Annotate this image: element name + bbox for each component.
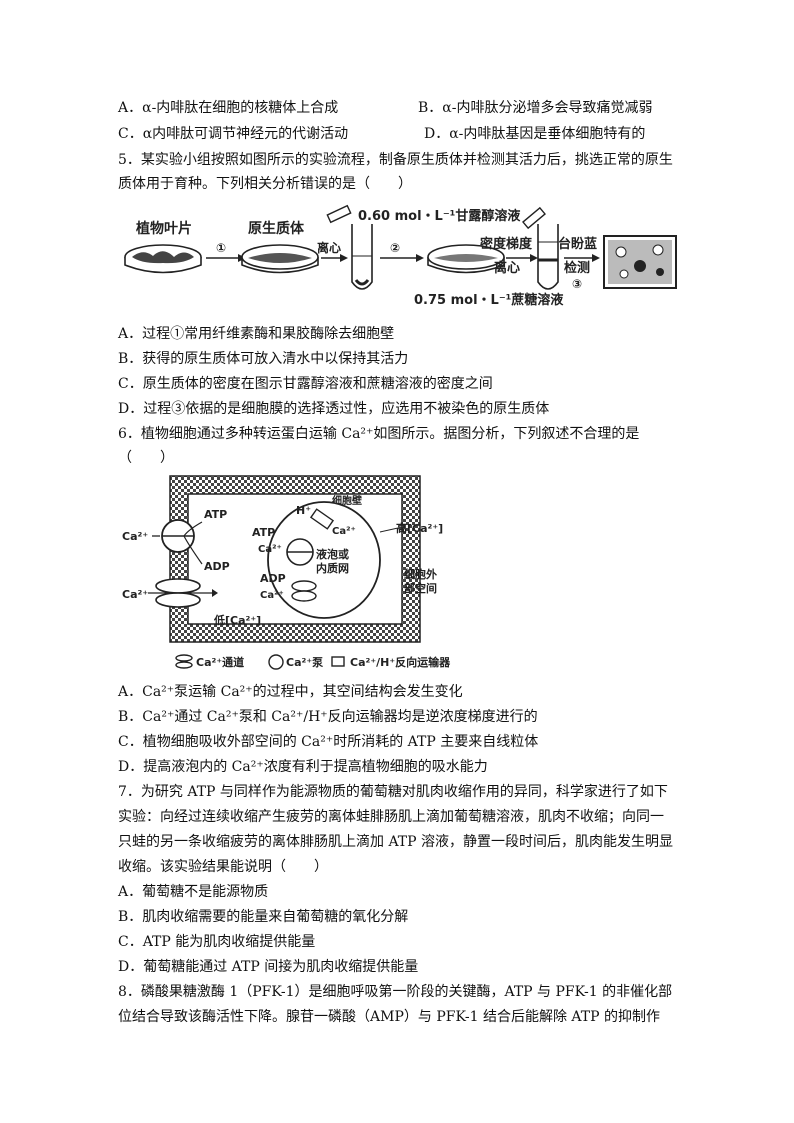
figure-legend: Ca²⁺通道 Ca²⁺泵 Ca²⁺/H⁺反向运输器 (175, 654, 451, 670)
fig-centrifuge2: 离心 (494, 260, 520, 276)
fig-h-label: H⁺ (296, 504, 311, 517)
q6-cell-figure: 细胞壁 ATP ADP Ca²⁺ Ca²⁺ 低[Ca²⁺] 液泡或 内质网 AT… (122, 475, 451, 670)
test-tube-2 (537, 224, 559, 290)
fig-vacuole-line1: 液泡或 (316, 547, 349, 561)
fig-atp-2: ATP (252, 526, 275, 539)
result-box (603, 235, 677, 289)
q6-option-a: A．Ca²⁺泵运输 Ca²⁺的过程中，其空间结构会发生变化 (118, 684, 463, 700)
q7-option-c: C．ATP 能为肌肉收缩提供能量 (118, 934, 316, 950)
q6-option-c: C．植物细胞吸收外部空间的 Ca²⁺时所消耗的 ATP 主要来自线粒体 (118, 734, 539, 750)
fig-outside-line1: 细胞外 (404, 567, 437, 581)
q7-option-b: B．肌肉收缩需要的能量来自葡萄糖的氧化分解 (118, 909, 409, 925)
q7-stem-line4: 收缩。该实验结果能说明（ ） (118, 859, 328, 875)
legend-antiporter: Ca²⁺/H⁺反向运输器 (350, 655, 451, 669)
protoplast-dish (241, 244, 319, 274)
q7-stem-line3: 只蛙的另一条收缩疲劳的离体腓肠肌上滴加 ATP 溶液，静置一段时间后，肌肉能发生… (118, 834, 674, 850)
test-tube-1 (351, 224, 373, 290)
fig-leaf-label: 植物叶片 (135, 220, 192, 237)
q5-option-a: A．过程①常用纤维素酶和果胶酶除去细胞壁 (118, 326, 395, 342)
q7-stem-line2: 实验：向经过连续收缩产生疲劳的离体蛙腓肠肌上滴加葡萄糖溶液，肌肉不收缩；向同一 (118, 809, 664, 825)
ca-h-antiporter (309, 508, 335, 530)
fig-outside-line2: 部空间 (404, 581, 437, 595)
q6-stem-line1: 6．植物细胞通过多种转运蛋白运输 Ca²⁺如图所示。据图分析，下列叙述不合理的是 (118, 426, 640, 442)
q8-stem-line2: 位结合导致该酶活性下降。腺苷一磷酸（AMP）与 PFK-1 结合后能解除 ATP… (118, 1009, 660, 1025)
q5-stem-line2: 质体用于育种。下列相关分析错误的是（ ） (118, 176, 412, 192)
q5-stem-line1: 5．某实验小组按照如图所示的实验流程，制备原生质体并检测其活力后，挑选正常的原生 (118, 152, 673, 168)
q4-option-a: A．α-内啡肽在细胞的核糖体上合成 (118, 100, 339, 116)
legend-pump: Ca²⁺泵 (286, 656, 323, 669)
fig-step3: ③ (572, 277, 582, 291)
inner-ca-channel (291, 580, 317, 602)
fig-centrifuge1: 离心 (317, 240, 341, 255)
q4-option-d: D．α-内啡肽基因是垂体细胞特有的 (424, 126, 646, 142)
leaf-dish (124, 244, 202, 274)
q7-option-d: D．葡萄糖能通过 ATP 间接为肌肉收缩提供能量 (118, 959, 419, 975)
fig-sucrose: 0.75 mol・L⁻¹蔗糖溶液 (414, 292, 563, 308)
fig-ca-in-3: Ca²⁺ (332, 526, 356, 537)
legend-channel: Ca²⁺通道 (196, 655, 244, 669)
fig-step2: ② (390, 241, 400, 255)
q5-option-b: B．获得的原生质体可放入清水中以保持其活力 (118, 351, 409, 367)
fig-density: 密度梯度 (479, 236, 533, 252)
q5-option-d: D．过程③依据的是细胞膜的选择透过性，应选用不被染色的原生质体 (118, 401, 550, 417)
fig-adp-2: ADP (260, 572, 286, 585)
q6-stem-line2: （ ） (118, 450, 174, 466)
fig-stain-label: 台盼蓝 (558, 236, 597, 252)
q4-option-c: C．α内啡肽可调节神经元的代谢活动 (118, 126, 349, 142)
fig-ca-in-2: Ca²⁺ (260, 590, 284, 601)
q5-option-c: C．原生质体的密度在图示甘露醇溶液和蔗糖溶液的密度之间 (118, 376, 493, 392)
fig-protoplast-label: 原生质体 (248, 220, 305, 237)
q8-stem-line1: 8．磷酸果糖激酶 1（PFK-1）是细胞呼吸第一阶段的关键酶，ATP 与 PFK… (118, 984, 673, 1000)
fig-low-ca: 低[Ca²⁺] (213, 613, 261, 627)
fig-mannitol: 0.60 mol・L⁻¹甘露醇溶液 (358, 208, 520, 224)
q4-option-b: B．α-内啡肽分泌增多会导致痛觉减弱 (418, 100, 653, 116)
fig-ca-out-1: Ca²⁺ (122, 530, 148, 543)
q6-option-b: B．Ca²⁺通过 Ca²⁺泵和 Ca²⁺/H⁺反向运输器均是逆浓度梯度进行的 (118, 709, 538, 725)
fig-detect-label: 检测 (564, 260, 590, 276)
fig-high-ca: 高[Ca²⁺] (396, 521, 443, 535)
q5-experiment-figure: 植物叶片 ① 原生质体 离心 ② 0.60 mol・L⁻¹甘露醇溶液 密度梯度 … (124, 204, 677, 308)
fig-adp-1: ADP (204, 560, 230, 573)
fig-vacuole-line2: 内质网 (316, 561, 349, 575)
q7-option-a: A．葡萄糖不是能源物质 (118, 884, 269, 900)
q6-option-d: D．提高液泡内的 Ca²⁺浓度有利于提高植物细胞的吸水能力 (118, 759, 488, 775)
fig-ca-out-2: Ca²⁺ (122, 588, 148, 601)
solution-dish (427, 244, 505, 274)
q7-stem-line1: 7．为研究 ATP 与同样作为能源物质的葡萄糖对肌肉收缩作用的异同，科学家进行了… (118, 784, 668, 800)
fig-step1: ① (216, 241, 226, 255)
fig-atp-1: ATP (204, 508, 227, 521)
fig-ca-in-1: Ca²⁺ (258, 544, 282, 555)
